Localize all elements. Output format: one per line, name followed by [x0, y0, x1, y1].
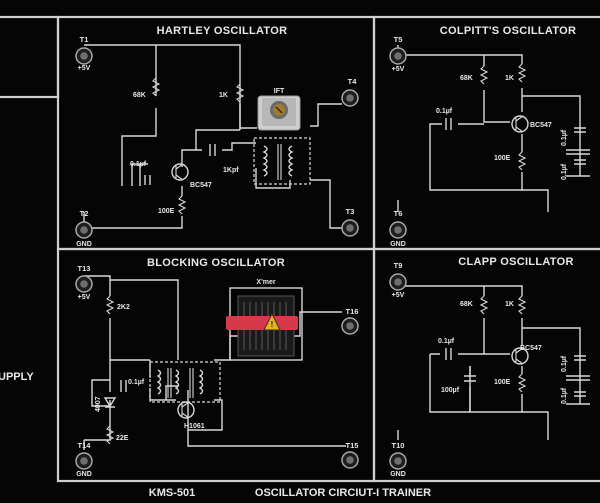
t10-label: T10 [392, 441, 405, 450]
svg-text:!: ! [271, 320, 274, 329]
d4007-label: 4007 [95, 396, 102, 412]
colpitts-r100e-label: 100E [494, 155, 511, 162]
t3-label: T3 [346, 207, 355, 216]
xmer-label: X'mer [256, 279, 275, 286]
terminal-t16[interactable] [341, 317, 359, 335]
panel-borders [0, 15, 600, 483]
blocking-section: BLOCKING OSCILLATOR ! T13 +5V T14 GND T1… [76, 257, 358, 478]
model-label: KMS-501 [149, 487, 195, 499]
warning-icon [263, 312, 281, 331]
colpitts-r68k-label: 68K [460, 75, 473, 82]
t2-label: T2 [80, 209, 89, 218]
terminal-t3[interactable] [341, 219, 359, 237]
clapp-title: CLAPP OSCILLATOR [458, 256, 573, 268]
t2-gnd-label: GND [76, 241, 92, 248]
r1k-label: 1K [219, 92, 228, 99]
terminal-t2[interactable] [75, 221, 93, 239]
colpitts-r1k-label: 1K [505, 75, 514, 82]
terminal-t9[interactable] [389, 273, 407, 291]
clapp-r100e-label: 100E [494, 379, 511, 386]
c1kpf-label: 1Kpf [223, 167, 239, 174]
t1-volt-label: +5V [78, 65, 91, 72]
xmer-label-band [226, 316, 298, 330]
colpitts-section: COLPITT'S OSCILLATOR T5 +5V T6 GND 68K 1… [390, 25, 590, 248]
terminal-t14[interactable] [75, 452, 93, 470]
r68k-label: 68K [133, 92, 146, 99]
r100e-label: 100E [158, 208, 175, 215]
clapp-bc547-label: BC547 [520, 345, 542, 352]
colpitts-bc547-label: BC547 [530, 122, 552, 129]
t13-label: T13 [78, 264, 91, 273]
ift-label: IFT [274, 88, 285, 95]
t6-label: T6 [394, 209, 403, 218]
colpitts-cr1-label: 0.1µf [561, 129, 568, 146]
t15-label: T15 [346, 441, 359, 450]
t5-volt-label: +5V [392, 66, 405, 73]
clapp-r1k-label: 1K [505, 301, 514, 308]
t16-label: T16 [346, 307, 359, 316]
t10-gnd-label: GND [390, 471, 406, 478]
t1-label: T1 [80, 35, 89, 44]
hartley-title: HARTLEY OSCILLATOR [157, 25, 288, 37]
clapp-r68k-label: 68K [460, 301, 473, 308]
t6-gnd-label: GND [390, 241, 406, 248]
t13-volt-label: +5V [78, 294, 91, 301]
colpitts-title: COLPITT'S OSCILLATOR [440, 25, 577, 37]
blocking-c01uf-label: 0.1µf [128, 379, 145, 386]
clapp-section: CLAPP OSCILLATOR T9 +5V T10 GND 68K 1K 0… [390, 256, 590, 478]
r22e-label: 22E [116, 435, 129, 442]
terminal-t5[interactable] [389, 47, 407, 65]
supply-label: UPPLY [0, 371, 34, 383]
h1061-label: H1061 [184, 423, 205, 430]
clapp-c100uf-label: 100µf [441, 387, 460, 394]
t4-label: T4 [348, 77, 358, 86]
clapp-cr2-label: 0.1µf [561, 387, 568, 404]
c01uf-label: 0.1µf [130, 161, 147, 168]
blocking-title: BLOCKING OSCILLATOR [147, 257, 285, 269]
hartley-section: HARTLEY OSCILLATOR [76, 25, 357, 248]
t9-label: T9 [394, 261, 403, 270]
colpitts-cr2-label: 0.1µf [561, 163, 568, 180]
t14-gnd-label: GND [76, 471, 92, 478]
r2k2-label: 2K2 [117, 304, 130, 311]
t5-label: T5 [394, 35, 403, 44]
terminal-t10[interactable] [389, 452, 407, 470]
terminal-t13[interactable] [75, 275, 93, 293]
terminal-t15[interactable] [341, 451, 359, 469]
colpitts-c01uf-label: 0.1µf [436, 108, 453, 115]
clapp-c01uf-label: 0.1µf [438, 338, 455, 345]
clapp-cr1-label: 0.1µf [561, 355, 568, 372]
terminal-t4[interactable] [341, 89, 359, 107]
bc547-label: BC547 [190, 182, 212, 189]
t14-label: T14 [78, 441, 92, 450]
terminal-t6[interactable] [389, 221, 407, 239]
t9-volt-label: +5V [392, 292, 405, 299]
terminal-t1[interactable] [75, 47, 93, 65]
product-label: OSCILLATOR CIRCIUT-I TRAINER [255, 487, 431, 499]
footer: KMS-501 OSCILLATOR CIRCIUT-I TRAINER [149, 487, 431, 499]
